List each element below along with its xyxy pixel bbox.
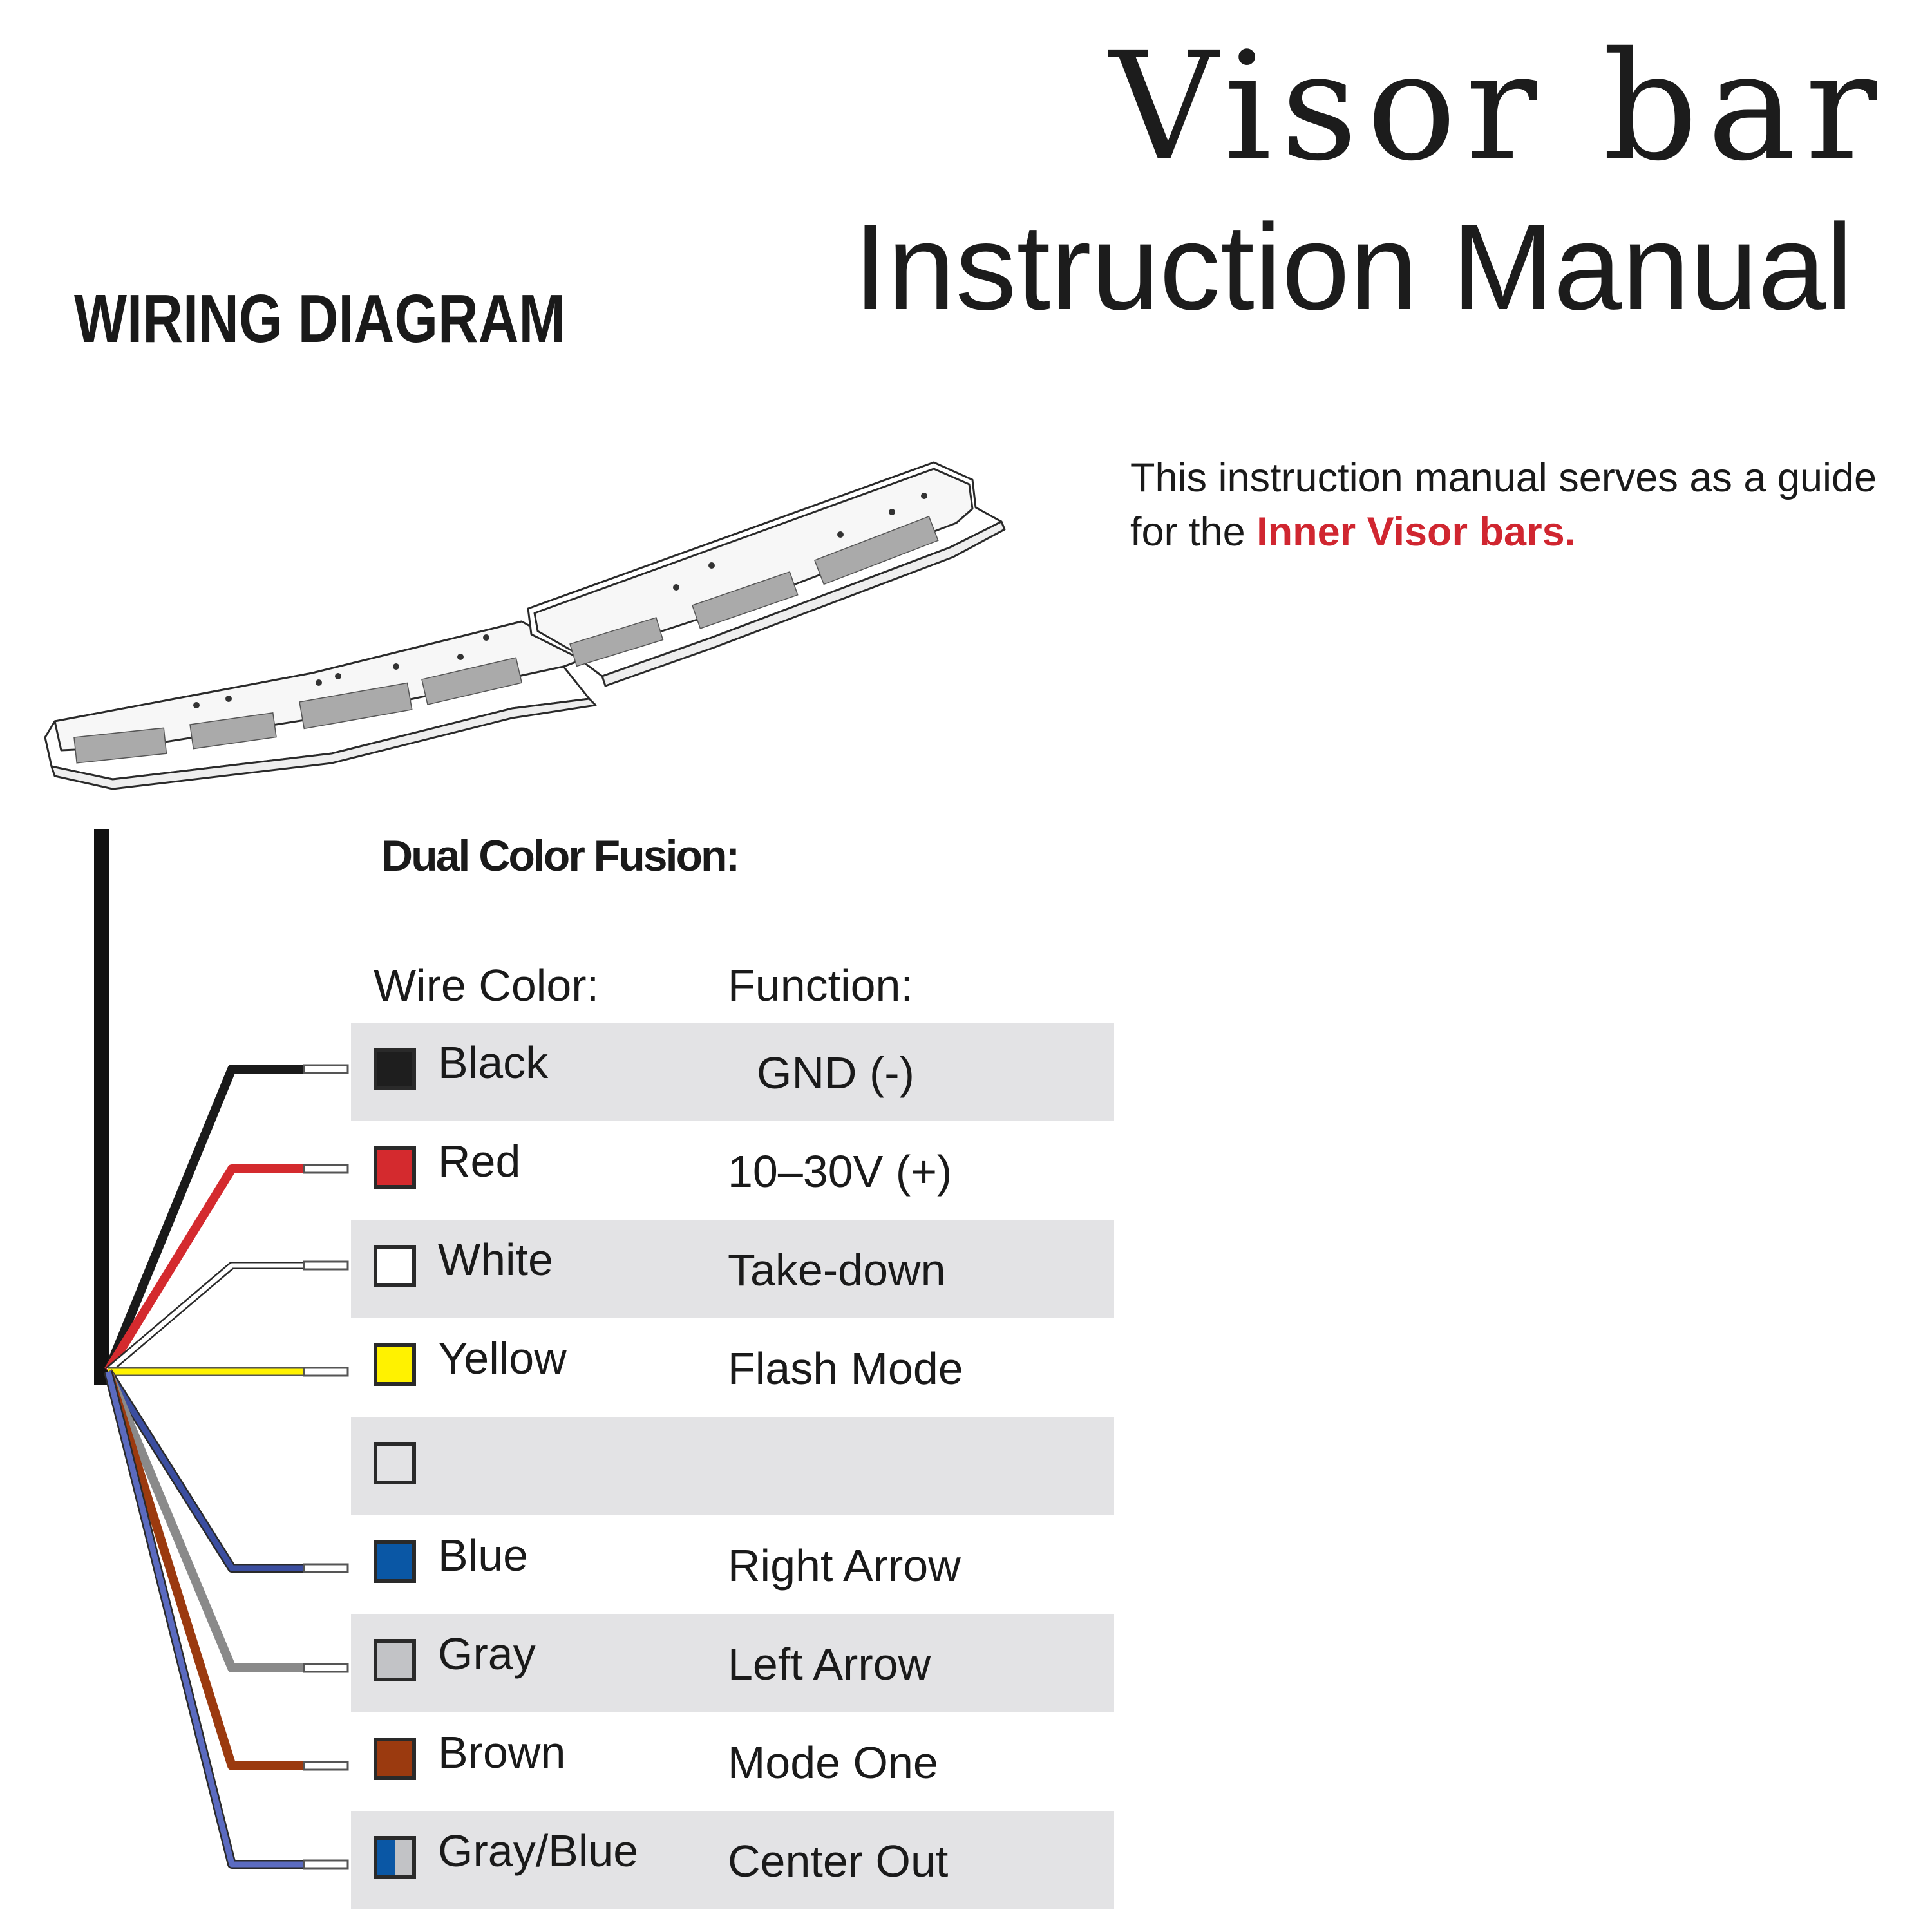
wire-function: GND (-) (757, 1048, 914, 1098)
brown-wire (104, 1370, 304, 1770)
color-swatch (374, 1146, 416, 1189)
gray-wire (104, 1370, 304, 1672)
table-row: Gray/Blue Center Out (351, 1811, 1114, 1909)
page-title: Visor bar (1110, 20, 1886, 194)
black-wire (104, 1065, 304, 1372)
table-row: Black GND (-) (351, 1023, 1114, 1121)
wire-function: Right Arrow (728, 1540, 961, 1591)
wire-tip (303, 1663, 349, 1673)
wire-color-name: Red (438, 1136, 521, 1186)
wire-color-name: Blue (438, 1530, 529, 1580)
column-header-wire: Wire Color: (374, 960, 600, 1010)
white-wire (106, 1263, 304, 1372)
table-row: Blue Right Arrow (351, 1515, 1114, 1614)
wire-color-name: White (438, 1235, 553, 1285)
color-swatch (374, 1442, 416, 1484)
table-row: Gray Left Arrow (351, 1614, 1114, 1712)
blue-wire (106, 1370, 304, 1571)
intro-highlight: Inner Visor bars. (1256, 509, 1577, 554)
table-row: Yellow Flash Mode (351, 1318, 1114, 1417)
wire-harness (94, 829, 349, 1870)
intro-paragraph: This instruction manual serves as a guid… (1130, 451, 1903, 559)
wire-tip (303, 1367, 349, 1377)
table-row: White Take-down (351, 1220, 1114, 1318)
color-swatch (374, 1639, 416, 1681)
color-swatch (374, 1048, 416, 1090)
wire-tip (303, 1563, 349, 1573)
wire-function: Take-down (728, 1245, 946, 1295)
section-heading: WIRING DIAGRAM (74, 281, 565, 357)
visor-bar-illustration (44, 461, 1006, 790)
wire-color-name: Gray (438, 1629, 536, 1679)
color-swatch (374, 1540, 416, 1583)
wire-color-name: Yellow (438, 1333, 567, 1383)
color-swatch (374, 1738, 416, 1780)
table-heading: Dual Color Fusion: (381, 831, 740, 880)
intro-text: This instruction manual serves as a guid… (1130, 455, 1877, 554)
wire-color-name: Black (438, 1037, 549, 1088)
wire-tip (303, 1761, 349, 1771)
column-header-function: Function: (728, 960, 913, 1010)
table-row: Red 10–30V (+) (351, 1121, 1114, 1220)
wire-tip (303, 1064, 349, 1074)
gray-blue-wire (105, 1370, 304, 1868)
table-row: Brown Mode One (351, 1712, 1114, 1811)
wire-function: 10–30V (+) (728, 1146, 952, 1197)
wire-tip (303, 1859, 349, 1870)
color-swatch (374, 1836, 416, 1879)
wire-color-name: Gray/Blue (438, 1826, 639, 1876)
wire-tip (303, 1260, 349, 1271)
wire-color-name: Brown (438, 1727, 566, 1777)
wire-function: Left Arrow (728, 1639, 931, 1689)
wire-function: Flash Mode (728, 1343, 963, 1394)
color-swatch (374, 1343, 416, 1386)
color-swatch (374, 1245, 416, 1287)
table-row (351, 1417, 1114, 1515)
wire-function: Center Out (728, 1836, 949, 1886)
wire-function: Mode One (728, 1738, 938, 1788)
page-subtitle: Instruction Manual (853, 199, 1853, 336)
wire-tip (303, 1164, 349, 1174)
red-wire (104, 1164, 304, 1373)
main-cable (94, 829, 109, 1385)
